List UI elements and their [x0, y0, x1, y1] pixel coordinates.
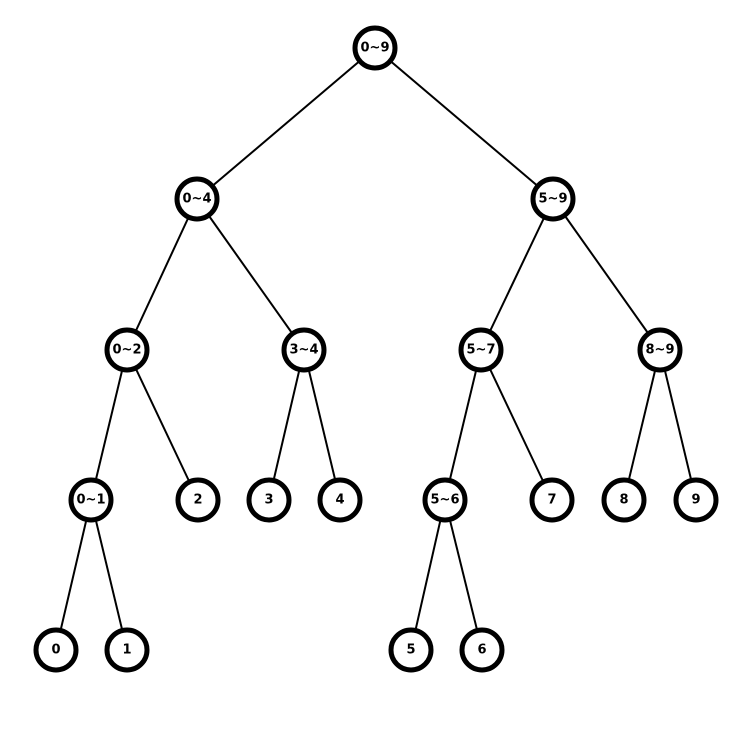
node-circle	[104, 627, 150, 673]
node-circle	[317, 477, 363, 523]
tree-node-3: 3	[246, 477, 292, 523]
tree-node-5: 5	[388, 627, 434, 673]
node-circle	[33, 627, 79, 673]
edge-8-to-9--9	[659, 349, 697, 501]
edge-5-to-6--6	[444, 499, 483, 651]
node-circle	[637, 327, 683, 373]
tree-node-8-to-9: 8~9	[637, 327, 683, 373]
node-label: 0	[51, 643, 60, 658]
edge-0-to-1--0	[55, 499, 92, 651]
tree-node-0: 0	[33, 627, 79, 673]
node-label: 9	[691, 493, 700, 508]
edge-0-to-9--0-to-4	[196, 47, 376, 200]
tree-node-0-to-1: 0~1	[68, 477, 114, 523]
tree-node-5-to-9: 5~9	[530, 176, 576, 222]
node-label: 6	[477, 643, 486, 658]
node-circle	[246, 477, 292, 523]
edge-3-to-4--4	[303, 349, 341, 501]
tree-node-5-to-6: 5~6	[422, 477, 468, 523]
edges-layer	[55, 47, 697, 651]
node-label: 2	[193, 493, 202, 508]
edge-0-to-4--0-to-2	[126, 198, 198, 351]
tree-node-8: 8	[601, 477, 647, 523]
edge-0-to-9--5-to-9	[374, 47, 554, 200]
node-label: 0~1	[77, 493, 106, 508]
edge-0-to-4--3-to-4	[196, 198, 305, 351]
edge-3-to-4--3	[268, 349, 305, 501]
node-circle	[458, 327, 504, 373]
tree-node-7: 7	[529, 477, 575, 523]
node-circle	[175, 477, 221, 523]
node-label: 0~2	[113, 343, 142, 358]
edge-5-to-7--7	[480, 349, 553, 501]
tree-node-3-to-4: 3~4	[281, 327, 327, 373]
node-label: 5~6	[431, 493, 460, 508]
node-circle	[281, 327, 327, 373]
tree-node-0-to-9: 0~9	[352, 25, 398, 71]
node-circle	[601, 477, 647, 523]
edge-0-to-2--2	[126, 349, 199, 501]
edge-8-to-9--8	[623, 349, 661, 501]
node-circle	[459, 627, 505, 673]
node-label: 0~9	[361, 41, 390, 56]
tree-node-9: 9	[673, 477, 719, 523]
node-circle	[673, 477, 719, 523]
tree-node-0-to-2: 0~2	[104, 327, 150, 373]
edge-5-to-9--5-to-7	[480, 198, 554, 351]
edge-5-to-6--5	[410, 499, 446, 651]
tree-node-6: 6	[459, 627, 505, 673]
node-label: 8~9	[646, 343, 675, 358]
edge-0-to-1--1	[90, 499, 128, 651]
tree-node-2: 2	[175, 477, 221, 523]
node-circle	[422, 477, 468, 523]
node-label: 3~4	[290, 343, 319, 358]
node-circle	[174, 176, 220, 222]
node-label: 5~7	[467, 343, 496, 358]
tree-node-4: 4	[317, 477, 363, 523]
node-label: 5~9	[539, 192, 568, 207]
edge-0-to-2--0-to-1	[90, 349, 128, 501]
node-label: 5	[406, 643, 415, 658]
edge-5-to-7--5-to-6	[444, 349, 482, 501]
node-label: 7	[547, 493, 556, 508]
node-label: 8	[619, 493, 628, 508]
nodes-layer: 0~9 0~4 5~9 0~2 3~4 5~7 8~9 0~1 2 3 4 5~6 7 8 9 0 1 5 6	[33, 25, 719, 673]
node-circle	[388, 627, 434, 673]
node-circle	[104, 327, 150, 373]
edge-5-to-9--8-to-9	[552, 198, 661, 351]
node-label: 0~4	[183, 192, 212, 207]
tree-node-1: 1	[104, 627, 150, 673]
node-label: 4	[335, 493, 344, 508]
node-circle	[68, 477, 114, 523]
node-label: 3	[264, 493, 273, 508]
node-circle	[530, 176, 576, 222]
node-circle	[529, 477, 575, 523]
node-label: 1	[122, 643, 131, 658]
tree-node-0-to-4: 0~4	[174, 176, 220, 222]
node-circle	[352, 25, 398, 71]
tree-node-5-to-7: 5~7	[458, 327, 504, 373]
